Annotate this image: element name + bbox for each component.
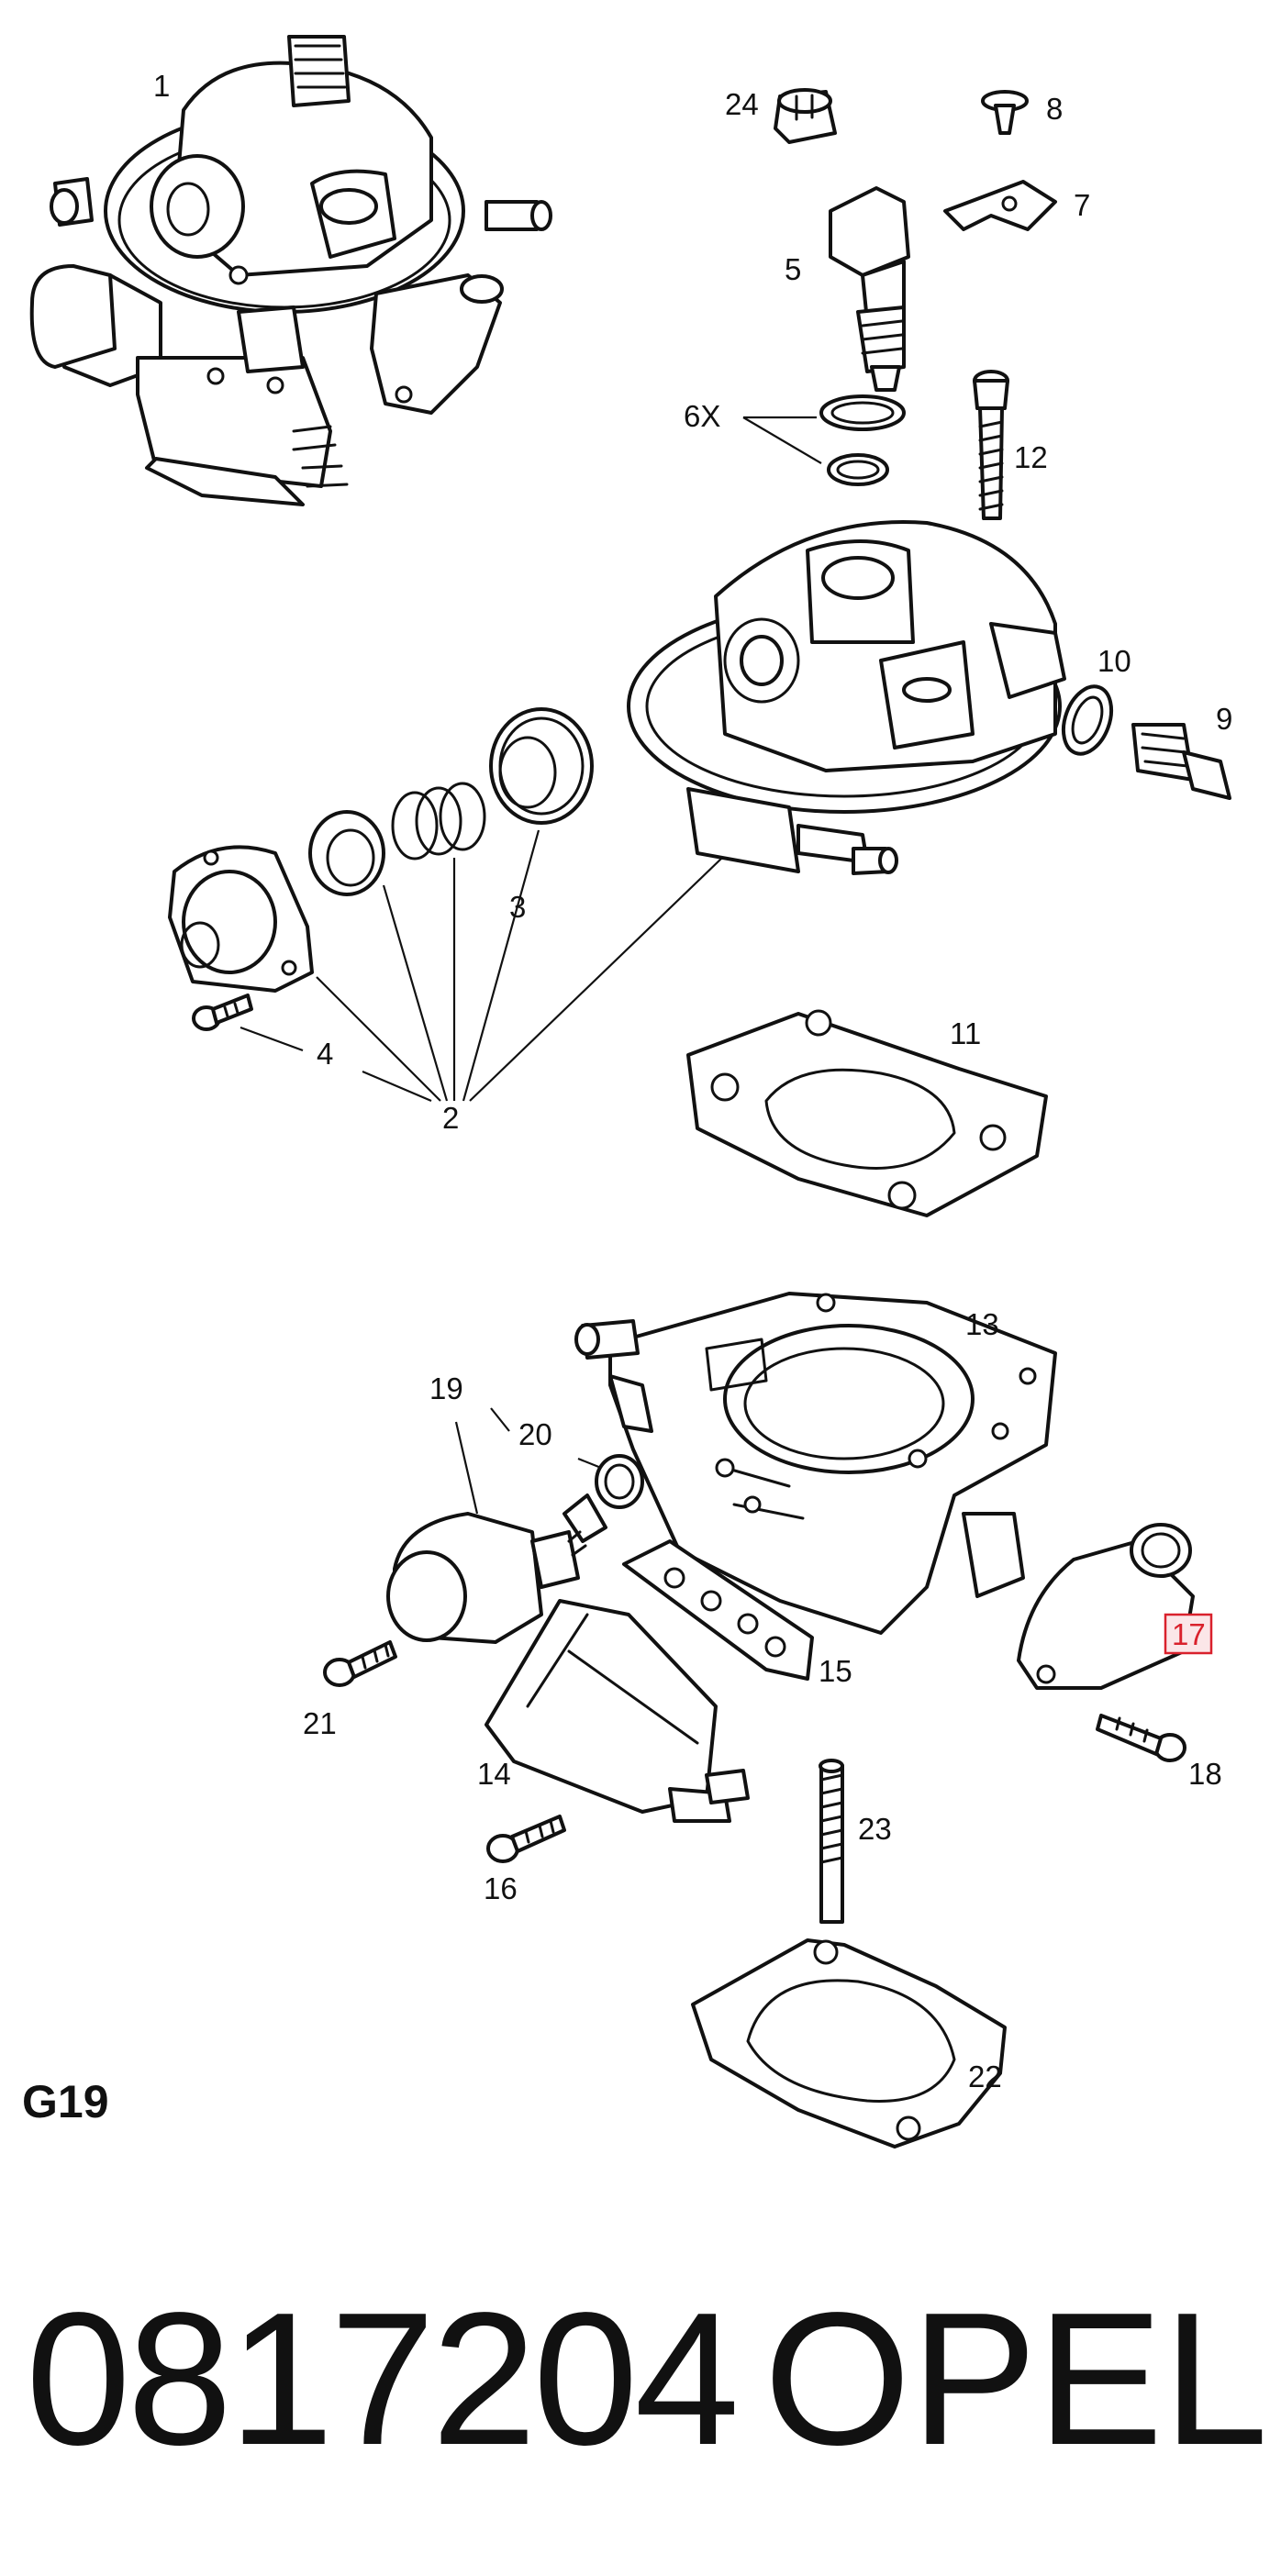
callout-1: 1 [153, 69, 170, 103]
part-8-screw [981, 90, 1029, 135]
brand-name: OPEL [763, 2273, 1268, 2484]
diagram-id-label: G19 [22, 2076, 109, 2127]
part-16-screw [486, 1815, 566, 1863]
part-4-screw [192, 994, 253, 1031]
part-18-screw [1096, 1714, 1186, 1762]
part-5-injector [829, 186, 910, 392]
callout-2: 2 [442, 1101, 459, 1135]
part-2-diaphragm-cup [308, 810, 385, 896]
callout-15: 15 [819, 1654, 852, 1688]
callout-13: 13 [965, 1307, 999, 1341]
part-10-seal-ring [1061, 684, 1114, 756]
callout-20: 20 [518, 1417, 552, 1451]
callout-22: 22 [968, 2060, 1002, 2093]
callout-23: 23 [858, 1812, 892, 1846]
part-22-gasket [691, 1938, 1007, 2149]
part-2-pressure-regulator-cover [168, 845, 314, 993]
part-19-idle-actuator [386, 1493, 607, 1644]
callout-labels: 1 24 8 7 5 6X 12 10 9 3 4 2 11 13 19 20 … [153, 69, 1232, 2093]
part-11-gasket [686, 1009, 1048, 1217]
callout-3: 3 [509, 890, 526, 924]
callout-14: 14 [477, 1757, 511, 1791]
callout-17: 17 [1172, 1617, 1206, 1651]
part-6X-seal-rings [819, 394, 906, 486]
callout-5: 5 [785, 252, 801, 286]
leader-lines [239, 416, 822, 1515]
callout-10: 10 [1097, 644, 1131, 678]
part-12-bolt [973, 370, 1009, 520]
callout-12: 12 [1014, 440, 1048, 474]
part-number: 0817204 [26, 2273, 740, 2484]
part-17-throttle-position-sensor [1017, 1523, 1195, 1690]
callout-16: 16 [484, 1871, 518, 1905]
part-20-o-ring [595, 1454, 644, 1509]
throttle-body-upper-housing [627, 520, 1066, 875]
callout-18: 18 [1188, 1757, 1222, 1791]
callout-7: 7 [1074, 188, 1090, 222]
callout-4: 4 [317, 1037, 333, 1071]
part-2-spring [391, 782, 486, 861]
callout-19: 19 [429, 1371, 463, 1405]
part-15-gasket [622, 1539, 814, 1681]
part-21-screw [323, 1640, 397, 1687]
part-1-throttle-body-assembly [29, 35, 552, 506]
part-14-connector-housing [485, 1599, 750, 1823]
part-9-union-fitting [1131, 723, 1231, 800]
callout-21: 21 [303, 1706, 337, 1740]
part-24-nut [774, 88, 837, 144]
callout-24: 24 [725, 87, 759, 121]
part-23-stud [819, 1759, 844, 1924]
part-13-throttle-body-lower [574, 1292, 1057, 1635]
part-3-diaphragm [489, 707, 594, 825]
callout-17-highlight-box [1164, 1613, 1213, 1655]
callout-11: 11 [950, 1016, 981, 1050]
part-7-retaining-clip [943, 180, 1057, 231]
callout-9: 9 [1216, 702, 1232, 736]
callout-6X: 6X [684, 399, 720, 433]
callout-8: 8 [1046, 92, 1063, 126]
